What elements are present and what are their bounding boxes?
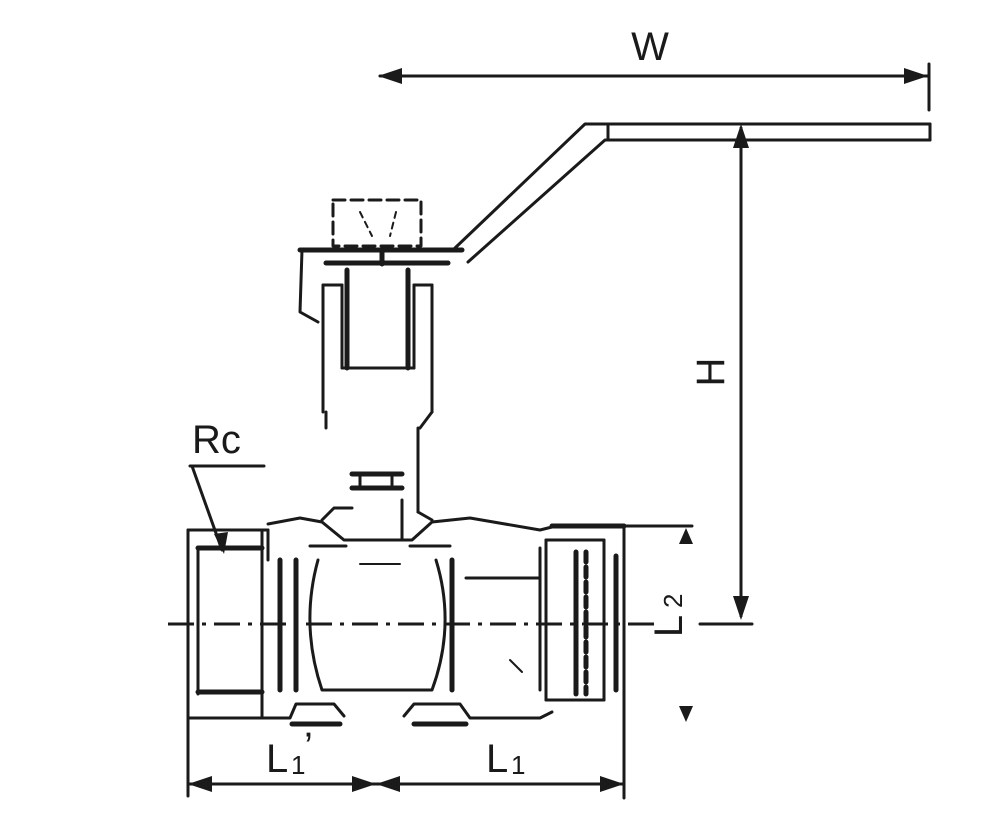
dimension-l1: L 1 ’ L 1 [186, 716, 626, 800]
dimension-w: W [378, 25, 931, 112]
dimension-h-arrow-top [733, 124, 749, 148]
handle-bracket [297, 247, 465, 430]
dimension-l1a-label-main: L [266, 737, 288, 781]
lever-top-edge [453, 122, 932, 250]
dimension-w-arrow-left [378, 68, 402, 84]
stem-nut [331, 198, 423, 248]
bracket-left-flange [298, 248, 320, 324]
dimension-h: H [689, 124, 749, 620]
dimension-l2-arrow-bottom [679, 706, 693, 722]
neck-left-shoulder [320, 506, 354, 522]
body-bottom-right [402, 702, 554, 720]
dimension-h-label: H [689, 358, 733, 387]
dimension-l2-label: L 2 [647, 594, 691, 638]
stem-neck [320, 426, 434, 542]
dimension-l1a-arrow-right [352, 776, 376, 792]
dimension-l1b-arrow-right [600, 776, 624, 792]
bracket-right-tail [418, 410, 434, 430]
ball-outline [308, 558, 447, 692]
body-detail-mark [509, 659, 523, 673]
dimension-l2-label-sub: 2 [658, 594, 688, 608]
dimension-l1b-label-main: L [486, 737, 508, 781]
valve-body [186, 516, 694, 727]
handle-lever [453, 122, 932, 264]
thread-label: Rc [192, 418, 241, 462]
lever-bottom-edge [466, 138, 932, 264]
neck-right-shoulder [416, 510, 434, 522]
dimension-l1b-arrow-left [376, 776, 400, 792]
body-top-outline [266, 516, 558, 542]
dimension-l1a-arrow-left [188, 776, 212, 792]
thread-callout: Rc [188, 418, 266, 554]
dimension-w-arrow-right [904, 68, 928, 84]
dimension-l2: L 2 [647, 528, 693, 722]
dimension-l1a-label-sub: 1 [291, 750, 305, 780]
dimension-l1a-label: L 1 ’ [266, 725, 313, 781]
dimension-h-arrow-bottom [733, 596, 749, 620]
dimension-w-label: W [631, 25, 669, 69]
body-bottom-left [260, 702, 346, 720]
dimension-l1b-label-sub: 1 [511, 750, 525, 780]
stem-nut-outline [331, 198, 423, 248]
dimension-l1a-label-mark: ’ [304, 725, 313, 769]
dimension-l2-label-main: L [647, 615, 691, 637]
dimension-l2-arrow-top [679, 528, 693, 544]
stem-nut-detail-left [359, 211, 373, 237]
dimension-l1b-label: L 1 [486, 737, 525, 781]
stem-nut-detail-right [389, 211, 397, 237]
